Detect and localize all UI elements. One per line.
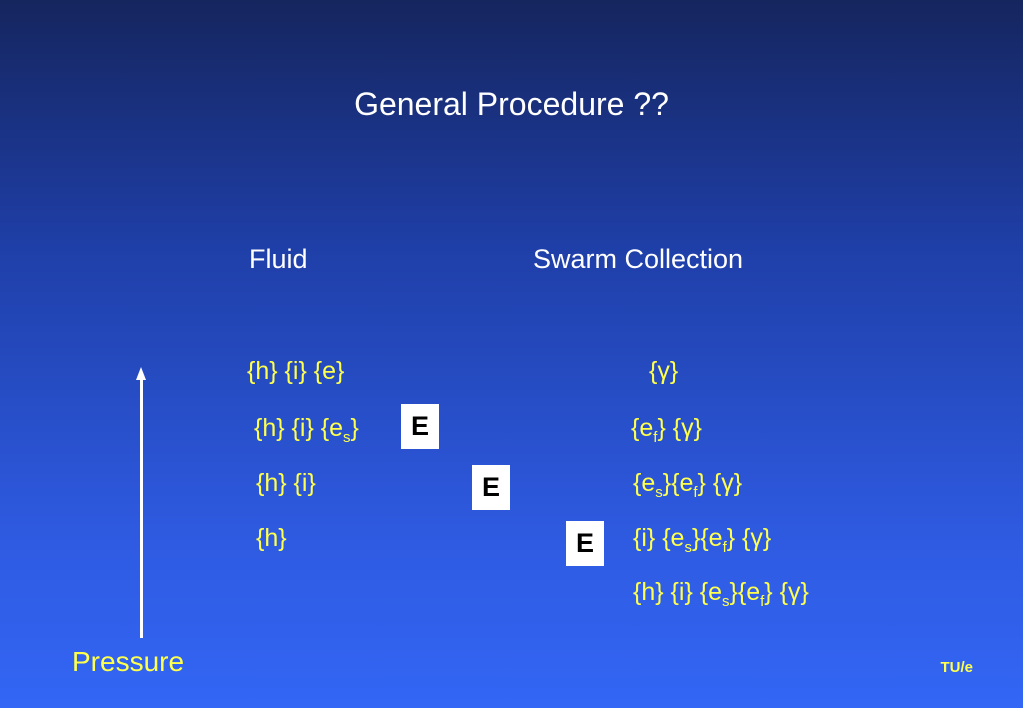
pressure-arrow bbox=[140, 378, 143, 638]
e-box: E bbox=[566, 521, 604, 566]
slide-title: General Procedure ?? bbox=[354, 86, 669, 122]
pressure-label: Pressure bbox=[72, 646, 185, 677]
fluid-row: {h} bbox=[256, 524, 287, 552]
swarm-row: {es}{ef} {γ} bbox=[633, 469, 743, 501]
swarm-row: {γ} bbox=[649, 357, 679, 385]
fluid-header: Fluid bbox=[249, 244, 308, 274]
e-box: E bbox=[401, 404, 439, 449]
swarm-row: {h} {i} {es}{ef} {γ} bbox=[633, 578, 809, 610]
swarm-row: {i} {es}{ef} {γ} bbox=[633, 524, 772, 556]
arrow-up-icon bbox=[136, 367, 146, 380]
swarm-row: {ef} {γ} bbox=[631, 414, 702, 446]
fluid-row: {h} {i} {e} bbox=[247, 357, 345, 385]
tue-logo: TU/e bbox=[940, 659, 973, 676]
swarm-header: Swarm Collection bbox=[533, 244, 744, 274]
fluid-row: {h} {i} bbox=[256, 469, 316, 497]
e-box: E bbox=[472, 465, 510, 510]
fluid-row: {h} {i} {es} bbox=[254, 414, 359, 446]
